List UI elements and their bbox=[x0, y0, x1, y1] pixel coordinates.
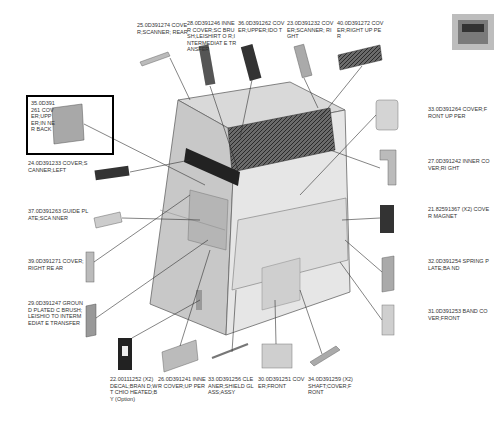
part-label: 36.0D391262 COVER;UPPER;IDO T bbox=[238, 20, 286, 33]
part-label: 31.0D391253 BAND COVER;FRONT bbox=[428, 308, 490, 321]
part-label: 35.0D391261 COVER;UPPER;IN NER BACK bbox=[31, 100, 55, 133]
part-label: 40.0D391272 COVER;RIGHT UP PER bbox=[337, 20, 385, 40]
part-label: 37.0D391263 GUIDE PLATE;SCA NNER bbox=[28, 208, 90, 221]
part-label: 28.0D391246 INNER COVER;SC BRUSH;LEISHIR… bbox=[187, 20, 237, 53]
part-label: 33.0D391256 CLEANER;SHIELD GLASS;ASSY bbox=[208, 376, 256, 396]
part-label: 24.0D391233 COVER;SCANNER;LEFT bbox=[28, 160, 90, 173]
part-label: 25.0D391274 COVER;SCANNER; REAR bbox=[137, 22, 189, 35]
part-label: 23.0D391232 COVER;SCANNER; RIGHT bbox=[287, 20, 335, 40]
part-label: 29.0D391247 GROUND PLATED C BRUSH;LEISHI… bbox=[28, 300, 84, 326]
part-label: 30.0D391251 COVER;FRONT bbox=[258, 376, 306, 389]
part-label: 22.00111252 (X2) DECAL;BRAN D;WT CHIO HE… bbox=[110, 376, 158, 402]
part-label: 26.0D391241 INNER COVER;UP PER bbox=[158, 376, 206, 389]
part-label: 39.0D391271 COVER;RIGHT RE AR bbox=[28, 258, 86, 271]
part-label: 21.82591367 (X2) COVER MAGNET bbox=[428, 206, 490, 219]
part-label: 33.0D391264 COVER;FRONT UP PER bbox=[428, 106, 490, 119]
part-label: 32.0D391254 SPRING PLATE;BA ND bbox=[428, 258, 490, 271]
highlight-box: 35.0D391261 COVER;UPPER;IN NER BACK bbox=[26, 95, 114, 155]
part-label: 34.0D391259 (X2) SHAFT;COVER;F RONT bbox=[308, 376, 356, 396]
part-label: 27.0D391242 INNER COVER;RI GHT bbox=[428, 158, 490, 171]
